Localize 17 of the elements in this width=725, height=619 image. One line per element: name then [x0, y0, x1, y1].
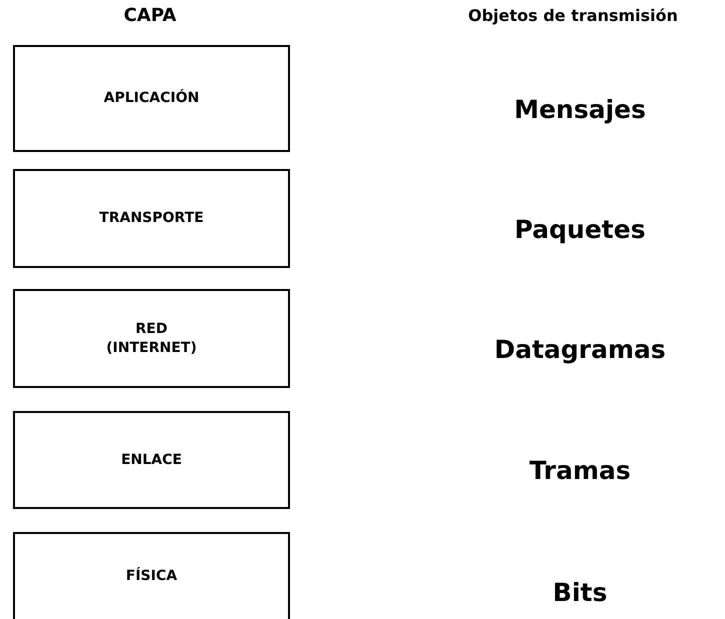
- transmission-object: Mensajes: [514, 94, 646, 124]
- transmission-object: Paquetes: [514, 214, 646, 244]
- column-heading: Objetos de transmisión: [468, 6, 678, 25]
- column-heading: CAPA: [124, 5, 176, 26]
- transmission-object: Datagramas: [494, 334, 666, 364]
- layer-name: FÍSICA: [124, 567, 178, 586]
- layer-name: APLICACIÓN: [102, 89, 200, 108]
- layer-box: [13, 169, 290, 268]
- layer-box: [13, 45, 290, 152]
- layer-box: [13, 411, 290, 509]
- layer-name: RED (INTERNET): [105, 320, 198, 357]
- layer-name: TRANSPORTE: [98, 209, 205, 228]
- layer-box: [13, 289, 290, 388]
- layer-box: [13, 532, 290, 619]
- transmission-object: Tramas: [529, 456, 631, 485]
- transmission-object: Bits: [552, 578, 608, 607]
- layer-name: ENLACE: [120, 450, 183, 470]
